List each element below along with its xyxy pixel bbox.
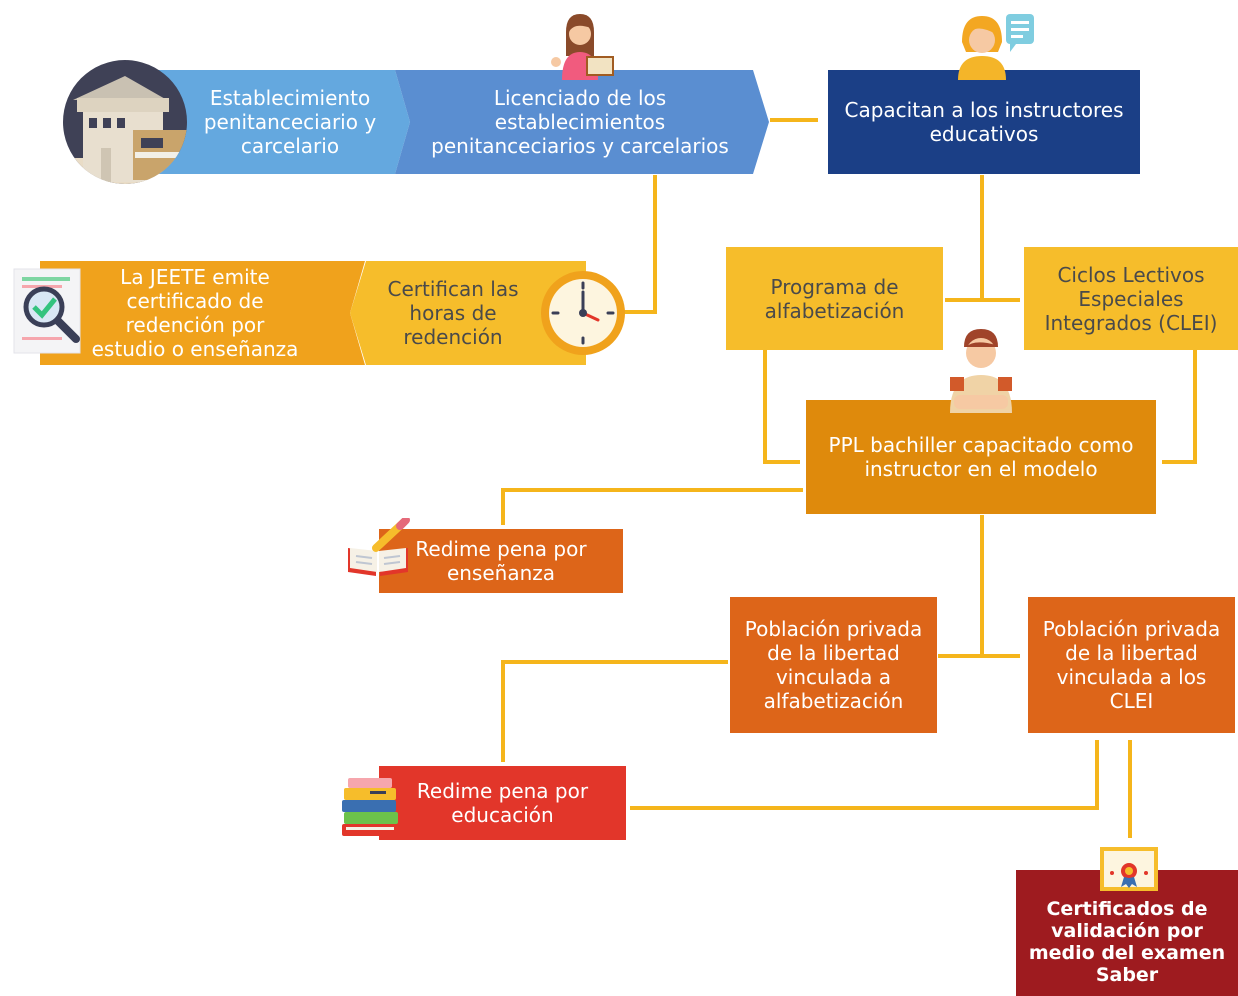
- connector-ciclos-ppl: [1162, 350, 1197, 464]
- node-jeete: La JEETE emite certificado de redención …: [80, 261, 310, 365]
- establecimiento-label: Establecimiento penitanceciario y carcel…: [203, 86, 377, 158]
- node-certificados: Certificados de validación por medio del…: [1016, 870, 1238, 996]
- jeete-label: La JEETE emite certificado de redención …: [91, 265, 299, 361]
- capacitan-label: Capacitan a los instructores educativos: [844, 98, 1124, 146]
- node-establecimiento: Establecimiento penitanceciario y carcel…: [190, 70, 390, 174]
- certifican-label: Certifican las horas de redención: [387, 277, 519, 349]
- poblacion-clei-label: Población privada de la libertad vincula…: [1042, 617, 1221, 713]
- certificate-icon: [1100, 847, 1158, 891]
- chevron-licenciado: [395, 70, 769, 174]
- certificados-label: Certificados de validación por medio del…: [1028, 898, 1226, 986]
- connector-licenciado-certifican: [618, 175, 657, 314]
- guard-icon: [950, 329, 1012, 413]
- node-ciclos: Ciclos Lectivos Especiales Integrados (C…: [1024, 247, 1238, 350]
- node-programa: Programa de alfabetización: [726, 247, 943, 350]
- licenciado-label: Licenciado de los establecimientos penit…: [431, 86, 729, 158]
- chevron-certifican: [350, 261, 586, 365]
- redime-ensenanza-label: Redime pena por enseñanza: [415, 537, 587, 585]
- connector-programa-ppl: [763, 350, 800, 464]
- document-magnifier-icon: [13, 268, 81, 354]
- book-pencil-icon: [348, 518, 410, 576]
- poblacion-alfabetizacion-label: Población privada de la libertad vincula…: [744, 617, 923, 713]
- connector-clei-redime-educacion: [630, 740, 1099, 810]
- teacher-icon: [551, 14, 614, 80]
- prison-icon: [63, 60, 187, 184]
- redime-educacion-label: Redime pena por educación: [416, 779, 589, 827]
- node-poblacion-clei: Población privada de la libertad vincula…: [1028, 597, 1235, 733]
- node-certifican: Certifican las horas de redención: [368, 261, 538, 365]
- connector-ppl-redime-ensenanza: [501, 488, 803, 525]
- node-capacitan: Capacitan a los instructores educativos: [828, 70, 1140, 174]
- ciclos-label: Ciclos Lectivos Especiales Integrados (C…: [1044, 262, 1218, 335]
- connector-alfabetizacion-redime-educacion: [501, 660, 728, 762]
- node-poblacion-alfabetizacion: Población privada de la libertad vincula…: [730, 597, 937, 733]
- chevron-jeete: [40, 261, 365, 365]
- clock-icon: [541, 271, 625, 355]
- node-ppl: PPL bachiller capacitado como instructor…: [806, 400, 1156, 514]
- node-redime-educacion: Redime pena por educación: [379, 766, 626, 840]
- instructor-icon: [958, 14, 1034, 80]
- node-redime-ensenanza: Redime pena por enseñanza: [379, 529, 623, 593]
- chevron-establecimiento: [150, 70, 410, 174]
- programa-label: Programa de alfabetización: [764, 274, 905, 323]
- node-licenciado: Licenciado de los establecimientos penit…: [415, 70, 745, 174]
- ppl-label: PPL bachiller capacitado como instructor…: [828, 433, 1134, 481]
- books-stack-icon: [342, 778, 398, 836]
